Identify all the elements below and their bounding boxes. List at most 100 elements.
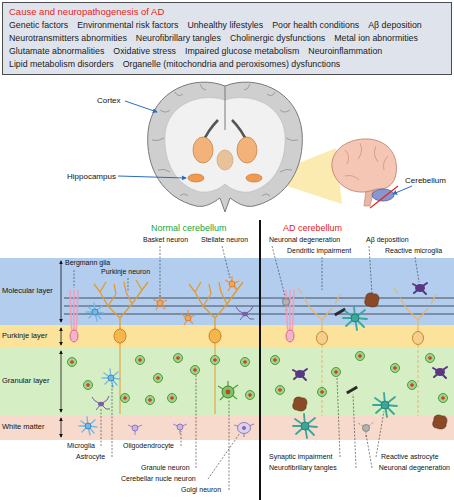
normal-cells (181, 310, 195, 325)
ad-cells (391, 364, 400, 373)
normal-cells (191, 366, 200, 375)
ad-cells (332, 368, 341, 377)
region-leader (393, 186, 412, 194)
cell-leader (322, 257, 323, 290)
region-label: Hippocampus (66, 172, 117, 181)
coronal-brain (148, 82, 303, 212)
lateral-brain (345, 143, 388, 180)
cell-label: Neuronal degeneration (378, 464, 451, 472)
normal-cells (136, 356, 145, 365)
cell-label: Neurofibrillary tangles (268, 464, 338, 472)
layer-extent-arrow (61, 261, 62, 322)
ad-cells (334, 308, 346, 317)
ad-cells (293, 414, 317, 438)
cell-label: Reactive microglia (384, 247, 443, 255)
coronal-brain (193, 137, 213, 163)
normal-cells (234, 423, 254, 438)
cell-label: Synaptic impairment (268, 453, 333, 461)
cause-item: Aβ deposition (368, 20, 421, 31)
cell-leader (272, 246, 285, 296)
normal-cells (102, 369, 120, 387)
ad-cells (439, 394, 448, 403)
cause-item: Impaired glucose metabolism (185, 46, 299, 57)
cause-item: Glutamate abnormalities (9, 46, 104, 57)
layer-name: Purkinje layer (2, 332, 56, 341)
ad-cells (276, 386, 285, 395)
ad-cells (358, 422, 374, 437)
ad-cells (433, 367, 447, 378)
cell-leader (353, 394, 356, 468)
lateral-brain (372, 189, 394, 201)
cell-leader (376, 411, 384, 457)
layer-band: Granular layer (0, 348, 58, 415)
normal-cells (218, 381, 238, 400)
normal-cells (128, 425, 142, 435)
ad-cells (318, 388, 327, 397)
ad-cells (365, 293, 379, 307)
layer-band: Molecular layer (0, 258, 58, 325)
cause-item: Cholinergic dysfunctions (230, 33, 325, 44)
ad-cells (426, 354, 435, 363)
ad-cells (271, 283, 448, 438)
cell-label: Reactive astrocyte (380, 453, 440, 461)
normal-cells (92, 396, 110, 410)
layer-band: White matter (0, 415, 58, 440)
region-leader (125, 101, 157, 112)
cell-label: Granule neuron (140, 464, 191, 472)
normal-cells (86, 303, 104, 321)
normal-cells (236, 306, 254, 320)
cell-label: Purkinje neuron (100, 268, 151, 276)
cell-leader (74, 270, 75, 288)
cause-item: Environmental risk factors (77, 20, 178, 31)
normal-cells (168, 394, 177, 403)
ad-cells (408, 381, 417, 390)
ad-cells (278, 296, 294, 311)
region-label: Cerebellum (404, 176, 447, 185)
normal-cells (241, 358, 250, 367)
cause-item: Metal ion abnormities (334, 33, 418, 44)
coronal-brain (246, 174, 262, 182)
cell-label: Stellate neuron (200, 236, 249, 244)
cause-item: Neurotransmitters abnormities (9, 33, 127, 44)
cell-leader (337, 377, 340, 457)
normal-cells (94, 280, 148, 414)
cell-leader (229, 400, 230, 490)
panel-divider (259, 220, 261, 500)
region-label: Cortex (96, 96, 122, 105)
panel-heading: AD cerebellum (282, 223, 343, 233)
normal-cells (146, 396, 155, 405)
normal-cells (174, 354, 183, 363)
cell-label: Astrocyte (75, 453, 106, 461)
layer-ground (0, 258, 454, 440)
layer-name: White matter (2, 423, 56, 432)
panel-heading: Normal cerebellum (150, 223, 228, 233)
panel-title: Cause and neuropathogenesis of AD (9, 6, 445, 18)
ad-cells (413, 283, 427, 294)
normal-cells (84, 381, 93, 390)
cause-list: Genetic factorsEnvironmental risk factor… (9, 20, 445, 70)
cell-leader (101, 408, 102, 446)
normal-cells (68, 276, 255, 437)
cell-label: Microglia (66, 442, 96, 450)
cell-leader (415, 257, 419, 282)
layer-ground (0, 325, 454, 348)
panel-divider (260, 220, 261, 500)
layer-extent-arrow (61, 328, 62, 345)
cell-leader (160, 246, 161, 297)
cause-item: Neurofibrillary tangles (136, 33, 221, 44)
ad-cells (293, 369, 307, 380)
cell-label: Oligodendrocyte (122, 442, 175, 450)
cell-label: Golgi neuron (180, 486, 222, 494)
cause-item: Lipid metabolism disorders (9, 59, 114, 70)
coronal-brain (188, 174, 204, 182)
cell-leader (74, 246, 419, 490)
normal-cells (246, 391, 255, 400)
ad-cells (286, 290, 294, 342)
normal-cells (189, 280, 243, 414)
normal-cells (225, 276, 239, 291)
cell-leader (222, 246, 230, 278)
region-leader (118, 176, 186, 178)
ad-cells (293, 397, 307, 411)
lateral-brain (332, 139, 397, 192)
